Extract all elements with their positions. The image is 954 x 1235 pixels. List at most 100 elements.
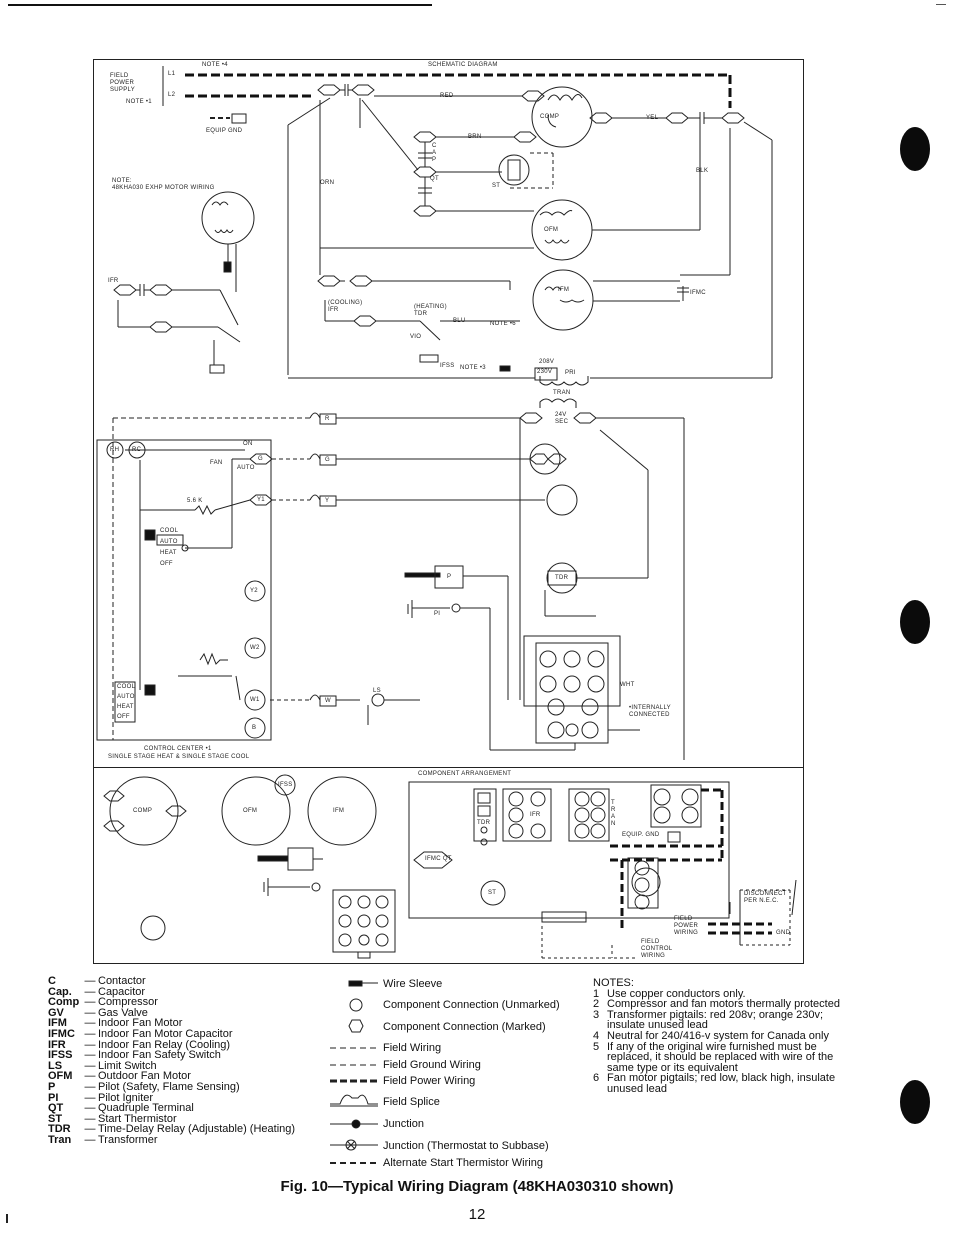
abbreviation-code: TDR [48,1123,71,1136]
field-control-wiring-label: FIELD CONTROL WIRING [641,939,673,959]
abbreviation-dash: — [84,1112,96,1125]
ifr-cooling-label: (COOLING) IFR [328,300,363,313]
v230-label: 230V [537,369,553,375]
note-number: 3 [593,1008,600,1021]
abbreviation-dash: — [84,1038,96,1051]
disconnect-label: DISCONNECT PER N.E.C. [744,891,787,904]
schematic-title: SCHEMATIC DIAGRAM [428,62,498,68]
abbreviation-meaning: Time-Delay Relay (Adjustable) (Heating) [98,1123,296,1136]
abbreviation-row: TDR —Time-Delay Relay (Adjustable) (Heati… [48,1124,295,1135]
arr-ifss-label: IFSS [278,782,293,788]
abbreviation-row: IFR—Indoor Fan Relay (Cooling) [48,1038,295,1051]
abbreviation-row: P—Pilot (Safety, Flame Sensing) [48,1082,295,1093]
abbreviation-row: Cap.—Capacitor [48,985,295,998]
abbreviation-dash: — [84,1049,96,1062]
binder-hole-middle [900,600,930,644]
terminal-y1: Y1 [257,497,265,503]
pilot-igniter-label: PI [434,611,441,617]
abbreviation-row: IFSS —Indoor Fan Safety Switch [48,1050,295,1061]
control-box-outline [408,781,730,919]
arr-tran-label: T R A N [611,800,616,827]
wire-yel-label: YEL [646,115,659,121]
field-power-wiring [185,73,732,108]
notes-heading: NOTES: [593,977,634,989]
note-number: 5 [593,1040,600,1053]
field-power-supply-label: FIELD POWER SUPPLY [110,73,136,93]
abbreviation-dash: — [84,1006,96,1019]
abbreviation-row: Tran—Transformer [48,1135,295,1146]
v208-label: 208V [539,359,555,365]
abbreviation-code: P [48,1080,56,1093]
abbreviation-meaning: Indoor Fan Motor Capacitor [98,1027,233,1040]
control-center-caption-2: SINGLE STAGE HEAT & SINGLE STAGE COOL [108,754,250,760]
indoor-fan-motor [532,269,594,331]
resistor-label: 5.6 K [187,498,203,504]
abbreviation-meaning: Transformer [98,1133,158,1146]
arr-ifm-label: IFM [333,808,345,814]
abbreviation-code: QT [48,1102,64,1115]
terminal-board [535,642,609,744]
comp-label: COMP [540,114,560,120]
l2-label: L2 [168,92,176,98]
note-number: 4 [593,1029,600,1042]
abbreviation-dash: — [84,1123,96,1136]
abbreviation-dash: — [84,1133,96,1146]
tdr-heating-label: (HEATING) TDR [414,304,447,317]
arr-ofm-label: OFM [243,808,258,814]
symbol-field-ground-wiring: Field Ground Wiring [383,1059,481,1071]
symbol-field-wiring: Field Wiring [383,1042,442,1054]
wire-brn-label: BRN [468,134,482,140]
exhaust-motor [201,191,255,245]
abbreviation-code: IFSS [48,1049,73,1062]
qt-label: QT [430,176,439,182]
ifm-label: IFM [558,287,570,293]
l1-label: L1 [168,71,176,77]
ofm-label: OFM [544,227,559,233]
abbreviation-row: LS—Limit Switch [48,1059,295,1072]
abbreviation-row: Comp—Compressor [48,997,295,1008]
component-arrangement-title: COMPONENT ARRANGEMENT [418,771,512,777]
abbreviation-meaning: Limit Switch [98,1059,157,1072]
arr-comp [109,776,179,846]
abbreviation-code: IFM [48,1017,67,1030]
pri-label: PRI [565,370,576,376]
abbreviation-code: IFMC [48,1027,75,1040]
control-center-caption-1: CONTROL CENTER •1 [144,746,212,752]
terminal-g-label: G [325,457,330,463]
compressor-motor [531,86,593,148]
abbreviation-code: GV [48,1006,64,1019]
abbreviation-dash: — [84,985,96,998]
arr-ifr-label: IFR [530,812,541,818]
abbreviation-code: PI [48,1091,59,1104]
abbreviation-dash: — [84,1070,96,1083]
abbreviation-row: OFM—Outdoor Fan Motor [48,1071,295,1082]
diagram-divider [93,767,804,768]
terminal-b: B [252,725,257,731]
equip-gnd-label: EQUIP GND [206,128,243,134]
arr-comp-label: COMP [133,808,153,814]
gnd-label: GND [776,930,791,936]
abbreviation-meaning: Contactor [98,975,146,987]
note-text: Neutral for 240/416-v system for Canada … [607,1029,829,1042]
terminal-rc: RC [132,447,142,453]
symbol-wire-sleeve: Wire Sleeve [383,978,443,990]
abbreviation-dash: — [84,996,96,1009]
internally-connected-label: •INTERNALLY CONNECTED [629,705,671,718]
abbreviation-row: IFM—Indoor Fan Motor [48,1018,295,1029]
terminal-w1: W1 [250,697,260,703]
terminal-w-label: W [325,698,331,704]
ifss-label: IFSS [440,363,455,369]
margin-mark [6,1214,8,1223]
abbreviation-meaning: Indoor Fan Safety Switch [98,1049,221,1062]
wire-blk-label: BLK [696,168,709,174]
abbreviation-row: C—Contactor [48,976,295,987]
abbreviation-meaning: Pilot Igniter [98,1091,154,1104]
wire-wht-label: WHT [620,682,635,688]
wire-orn-label: ORN [320,180,335,186]
abbreviation-row: QT—Quadruple Terminal [48,1103,295,1114]
abbreviation-dash: — [84,975,96,987]
abbreviation-dash: — [84,1102,96,1115]
note-3-label: NOTE •3 [460,365,486,371]
